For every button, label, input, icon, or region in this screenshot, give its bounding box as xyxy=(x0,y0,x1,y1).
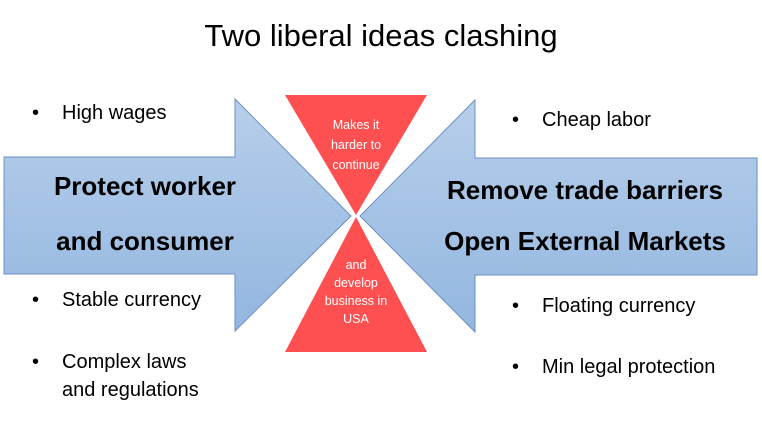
hourglass-top-line: Makes it xyxy=(332,118,380,132)
bullet-icon: • xyxy=(32,351,40,373)
bullet-icon: • xyxy=(32,289,40,311)
hourglass-top-text: Makes it harder to continue xyxy=(306,115,406,175)
right-arrow-shape xyxy=(359,98,758,334)
hourglass-bottom-text: and develop business in USA xyxy=(306,256,406,328)
hourglass-bottom-line: develop xyxy=(334,276,378,290)
bullet-icon: • xyxy=(32,102,40,124)
hourglass-bottom-triangle xyxy=(285,217,427,352)
slide-title: Two liberal ideas clashing xyxy=(204,18,558,53)
hourglass-bottom-line: USA xyxy=(343,312,369,326)
bullet-text: Floating currency xyxy=(542,295,696,317)
hourglass-top-line: harder to xyxy=(330,138,382,152)
bullet-text: Complex laws and regulations xyxy=(62,348,199,404)
right-arrow-label-line1: Remove trade barriers xyxy=(446,175,724,205)
bullet-text: Min legal protection xyxy=(542,356,716,378)
hourglass-top-triangle xyxy=(285,95,427,215)
hourglass-bottom-line: business in xyxy=(324,294,388,308)
bullet-text: Cheap labor xyxy=(542,109,651,131)
bullet-text: High wages xyxy=(62,102,167,124)
bullet-icon: • xyxy=(512,295,520,317)
bullet-icon: • xyxy=(512,109,520,131)
right-arrow-label-line2: Open External Markets xyxy=(444,226,726,256)
bullet-icon: • xyxy=(512,356,520,378)
left-arrow-label-line2: and consumer xyxy=(56,226,234,256)
left-arrow-label-line1: Protect worker xyxy=(53,171,237,201)
hourglass-top-line: continue xyxy=(332,158,380,172)
bullet-text-line2: and regulations xyxy=(62,379,199,401)
bullet-text: Stable currency xyxy=(62,289,201,311)
left-arrow-shape xyxy=(3,97,352,333)
hourglass-bottom-line: and xyxy=(345,258,367,272)
bullet-text-line1: Complex laws xyxy=(62,351,187,373)
